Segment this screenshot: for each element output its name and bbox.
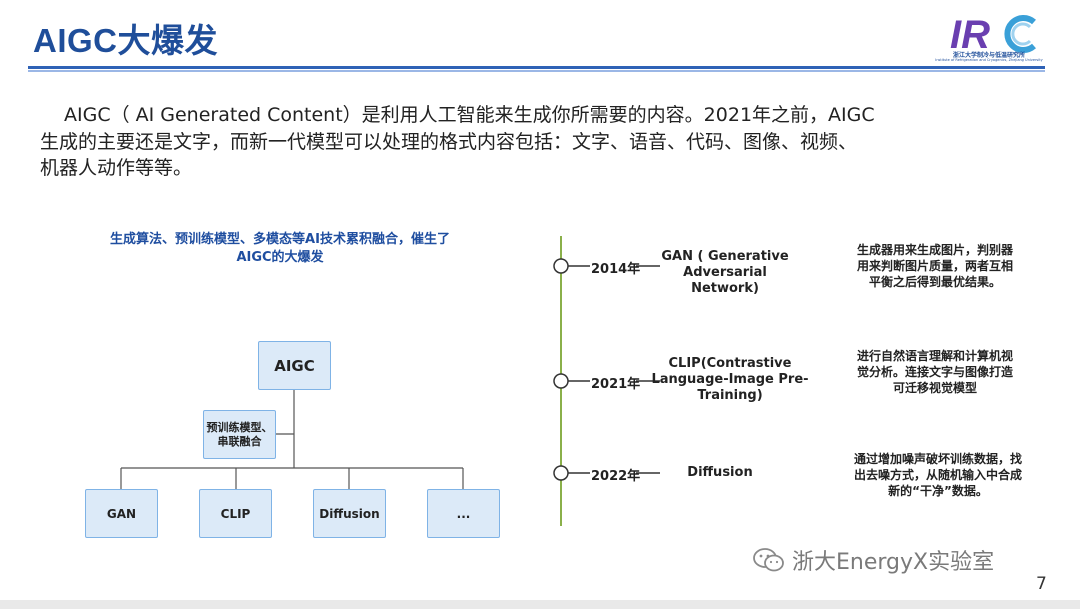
caption-line: AIGC的大爆发	[236, 250, 324, 265]
timeline-year: 2014年	[591, 262, 641, 277]
diffusion-node: Diffusion	[313, 489, 386, 538]
timeline-model-name: GAN ( Generative Adversarial Network)	[650, 249, 800, 297]
header-rule-light	[28, 70, 1045, 72]
desc-line: 生成器用来生成图片，判别器	[856, 243, 1013, 257]
gan-node: GAN	[85, 489, 158, 538]
name-line: Language-Image Pre-	[651, 372, 809, 387]
desc-line: 用来判断图片质量，两者互相	[856, 259, 1013, 273]
more-node: ...	[427, 489, 500, 538]
header-rule	[28, 66, 1045, 69]
logo-english-name: Institute of Refrigeration and Cryogenic…	[935, 58, 1043, 62]
name-line: Adversarial Network)	[683, 265, 767, 296]
timeline-year: 2021年	[591, 377, 641, 392]
name-line: GAN ( Generative	[661, 249, 789, 264]
pretrain-fusion-node: 预训练模型、 串联融合	[203, 410, 276, 459]
desc-line: 进行自然语言理解和计算机视	[856, 349, 1013, 363]
wechat-icon	[753, 548, 784, 572]
timeline-year: 2022年	[591, 469, 641, 484]
timeline-model-name: CLIP(Contrastive Language-Image Pre- Tra…	[650, 356, 810, 404]
desc-line: 平衡之后得到最优结果。	[868, 275, 1001, 289]
caption-line: 生成算法、预训练模型、多模态等AI技术累积融合，催生了	[110, 232, 450, 247]
intro-line: 机器人动作等等。	[40, 157, 193, 179]
name-line: Training)	[697, 388, 763, 403]
aigc-node: AIGC	[258, 341, 331, 390]
intro-paragraph: AIGC（ AI Generated Content）是利用人工智能来生成你所需…	[40, 102, 1015, 182]
node-label-line: 串联融合	[217, 434, 262, 448]
svg-text:IR: IR	[950, 13, 990, 57]
page-number: 7	[1036, 574, 1047, 594]
watermark: 浙大EnergyX实验室	[752, 540, 1052, 580]
name-line: CLIP(Contrastive	[668, 356, 792, 371]
desc-line: 可迁移视觉模型	[892, 381, 977, 395]
clip-node: CLIP	[199, 489, 272, 538]
timeline-description: 生成器用来生成图片，判别器 用来判断图片质量，两者互相 平衡之后得到最优结果。	[840, 242, 1030, 290]
logo-chinese-name: 浙江大学制冷与低温研究所	[952, 52, 1025, 59]
timeline-description: 进行自然语言理解和计算机视 觉分析。连接文字与图像打造 可迁移视觉模型	[840, 348, 1030, 396]
desc-line: 新的“干净”数据。	[888, 484, 988, 498]
bottom-bar	[0, 600, 1080, 609]
intro-line: 生成的主要还是文字，而新一代模型可以处理的格式内容包括：文字、语音、代码、图像、…	[40, 130, 858, 153]
desc-line: 通过增加噪声破坏训练数据，找	[853, 452, 1022, 466]
irc-logo: IR	[950, 13, 1036, 57]
slide-title: AIGC大爆发	[33, 22, 218, 59]
desc-line: 出去噪方式，从随机输入中合成	[853, 468, 1022, 482]
diagram-caption: 生成算法、预训练模型、多模态等AI技术累积融合，催生了 AIGC的大爆发	[70, 231, 490, 267]
desc-line: 觉分析。连接文字与图像打造	[856, 365, 1013, 379]
node-label-line: 预训练模型、	[206, 420, 273, 434]
intro-line: AIGC（ AI Generated Content）是利用人工智能来生成你所需…	[64, 104, 875, 126]
timeline-model-name: Diffusion	[687, 465, 753, 480]
watermark-text: 浙大EnergyX实验室	[792, 550, 995, 575]
timeline-description: 通过增加噪声破坏训练数据，找 出去噪方式，从随机输入中合成 新的“干净”数据。	[838, 451, 1038, 499]
